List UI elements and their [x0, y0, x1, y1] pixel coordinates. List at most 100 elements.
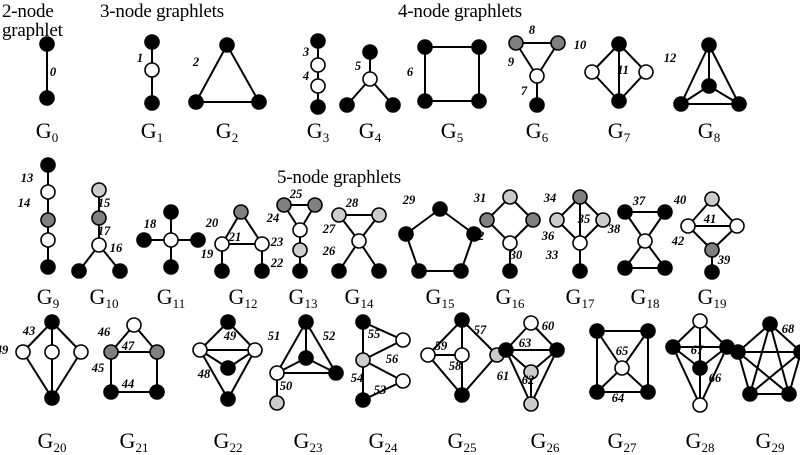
graph-node-black: [298, 350, 314, 366]
graphlet-label-index: 21: [135, 440, 149, 455]
graphlet-label-index: 2: [231, 130, 239, 145]
graph-node-black: [214, 263, 230, 279]
graphlet-label-index: 1: [156, 130, 164, 145]
graphlet-label-base: G: [35, 118, 52, 143]
graph-node-white: [637, 233, 653, 249]
orbit-number: 54: [351, 371, 364, 385]
graph-node-black: [701, 37, 717, 53]
graph-node-black: [328, 365, 344, 381]
graph-node-black: [40, 157, 56, 173]
graph-node-gray: [307, 197, 323, 213]
graph-node-white: [614, 360, 630, 376]
orbit-number: 37: [632, 194, 646, 208]
graph-node-black: [742, 386, 758, 402]
graph-node-black: [163, 259, 179, 275]
graph-node-black: [144, 34, 160, 50]
graphlet-label-index: 13: [304, 296, 318, 311]
graph-node-black: [589, 384, 605, 400]
orbit-number: 19: [201, 247, 214, 261]
graph-node-black: [251, 94, 267, 110]
graph-node-black: [657, 204, 673, 220]
graph-node-white: [40, 232, 56, 248]
graph-node-black: [254, 263, 270, 279]
graph-node-light_gray: [523, 396, 539, 412]
graphlet-label-g11: G11: [157, 284, 185, 311]
graph-node-black: [549, 342, 565, 358]
graphlet-label-index: 7: [623, 130, 631, 145]
graph-node-black: [292, 263, 308, 279]
graphlet-label-index: 25: [463, 440, 477, 455]
graphlet-label-base: G: [213, 428, 230, 453]
graphlet-g6: 897: [508, 23, 566, 113]
graphlet-g29: 68: [730, 316, 800, 402]
orbit-number: 49: [223, 329, 237, 343]
graphlet-label-index: 0: [51, 130, 59, 145]
graph-node-white: [362, 71, 378, 87]
graphlet-label-index: 10: [105, 296, 119, 311]
graphlet-label-g8: G8: [698, 118, 720, 145]
graphlet-g3: 34: [302, 33, 326, 115]
graph-node-black: [572, 263, 588, 279]
graph-edge: [199, 349, 229, 400]
orbit-number: 44: [121, 377, 135, 391]
orbit-number: 49: [0, 343, 9, 357]
graph-node-white: [310, 78, 326, 94]
graphlet-label-index: 16: [511, 296, 525, 311]
orbit-number: 24: [266, 211, 280, 225]
graph-node-black: [466, 226, 482, 242]
graphlet-label-base: G: [293, 428, 310, 453]
graph-node-black: [310, 33, 326, 49]
graph-node-light_gray: [523, 364, 539, 380]
graph-node-light_gray: [91, 182, 107, 198]
graphlet-g8: 12: [664, 37, 747, 112]
graph-node-light_gray: [355, 352, 371, 368]
graph-node-white: [692, 313, 708, 329]
graph-edge: [427, 319, 463, 356]
orbit-number: 27: [322, 222, 336, 236]
orbit-number: 53: [374, 383, 387, 397]
orbit-number: 20: [205, 216, 219, 230]
orbit-number: 33: [545, 248, 559, 262]
graph-node-white: [584, 64, 600, 80]
orbit-number: 11: [617, 63, 629, 77]
graph-node-white: [40, 184, 56, 200]
graphlet-g15: 29: [398, 193, 482, 279]
graphlet-label-g14: G14: [345, 284, 374, 311]
graph-node-black: [144, 95, 160, 111]
graph-node-gray: [40, 212, 56, 228]
graphlet-label-base: G: [755, 428, 772, 453]
graphlet-label-index: 28: [701, 440, 715, 455]
graph-node-black: [498, 342, 514, 358]
graph-node-white: [44, 344, 60, 360]
graphlet-label-base: G: [37, 428, 54, 453]
graph-node-white: [638, 64, 654, 80]
graph-node-white: [126, 317, 142, 333]
graph-edge: [195, 44, 228, 103]
orbit-number: 6: [407, 65, 414, 79]
graphlet-label-index: 15: [441, 296, 455, 311]
graphlet-label-base: G: [140, 118, 157, 143]
orbit-number: 2: [192, 55, 199, 69]
orbit-number: 4: [302, 69, 309, 83]
orbit-number: 25: [289, 187, 303, 201]
graphlet-label-base: G: [447, 428, 464, 453]
graph-node-black: [355, 314, 371, 330]
graphlet-label-index: 12: [244, 296, 258, 311]
graphlet-label-base: G: [565, 284, 582, 309]
graphlet-label-base: G: [358, 118, 375, 143]
orbit-number: 59: [435, 339, 448, 353]
orbit-number: 42: [671, 234, 685, 248]
graph-node-black: [40, 259, 56, 275]
graphlet-label-g20: G20: [37, 428, 67, 455]
graphlet-label-index: 22: [229, 440, 243, 455]
graph-node-gray: [91, 210, 107, 226]
orbit-number: 14: [18, 196, 31, 210]
graphlet-label-index: 26: [546, 440, 560, 455]
graphlet-label-g12: G12: [229, 284, 258, 311]
